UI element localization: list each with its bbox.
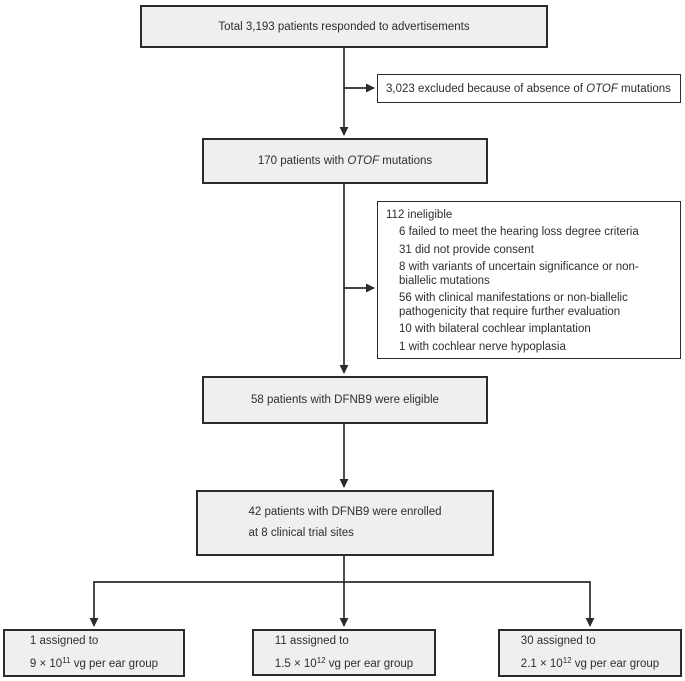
- ineligible-item: 56 with clinical manifestations or non-b…: [399, 292, 628, 318]
- ineligible-header: 112 ineligible: [386, 209, 453, 221]
- otof-patients-text: 170 patients with OTOF mutations: [257, 155, 433, 167]
- ineligible-item: 1 with cochlear nerve hypoplasia: [399, 340, 566, 353]
- ineligible-item: 10 with bilateral cochlear implantation: [399, 323, 591, 335]
- box-enrolled: 42 patients with DFNB9 were enrolled at …: [196, 490, 494, 556]
- box-ineligible: 112 ineligible 6 failed to meet the hear…: [377, 201, 681, 359]
- ineligible-item: 6 failed to meet the hearing loss degree…: [399, 226, 639, 238]
- enrolled-text: 42 patients with DFNB9 were enrolled at …: [248, 506, 442, 539]
- box-group-low-dose: 1 assigned to 9 × 1011 vg per ear group: [3, 629, 185, 677]
- group-mid-text: 11 assigned to 1.5 × 1012 vg per ear gro…: [274, 634, 414, 670]
- box-eligible: 58 patients with DFNB9 were eligible: [202, 376, 488, 424]
- ineligible-item: 31 did not provide consent: [399, 243, 534, 256]
- dose-exponent: 12: [316, 655, 326, 665]
- box-total-responded: Total 3,193 patients responded to advert…: [140, 5, 548, 48]
- dose-exponent: 12: [562, 656, 572, 665]
- excluded-text: 3,023 excluded because of absence of OTO…: [386, 82, 671, 95]
- gene-otof-italic: OTOF: [347, 155, 380, 167]
- group-low-text: 1 assigned to 9 × 1011 vg per ear group: [29, 635, 159, 670]
- group-high-text: 30 assigned to 2.1 × 1012 vg per ear gro…: [520, 635, 660, 670]
- gene-otof-italic: OTOF: [586, 82, 618, 95]
- box-excluded: 3,023 excluded because of absence of OTO…: [377, 74, 681, 103]
- box-otof-patients: 170 patients with OTOF mutations: [202, 138, 488, 184]
- box-group-mid-dose: 11 assigned to 1.5 × 1012 vg per ear gro…: [252, 629, 436, 676]
- eligible-text: 58 patients with DFNB9 were eligible: [251, 394, 439, 406]
- box-group-high-dose: 30 assigned to 2.1 × 1012 vg per ear gro…: [498, 629, 682, 677]
- ineligible-item: 8 with variants of uncertain significanc…: [399, 261, 639, 287]
- dose-exponent: 11: [62, 656, 71, 665]
- total-responded-text: Total 3,193 patients responded to advert…: [218, 20, 470, 33]
